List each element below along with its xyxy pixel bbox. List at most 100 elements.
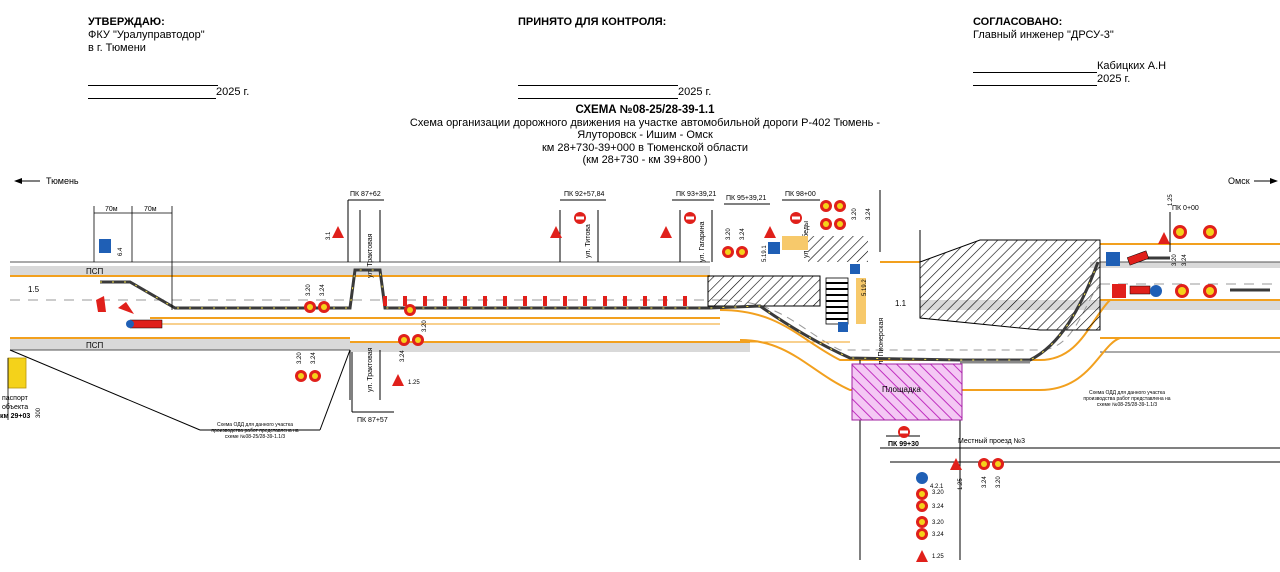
detour-sign-icon bbox=[1112, 284, 1126, 298]
barrier-block-right-2 bbox=[1129, 285, 1151, 295]
direction-right-label: Омск bbox=[1228, 176, 1250, 186]
keep-right-sign-icon bbox=[126, 320, 134, 328]
control-date: 2025 г. bbox=[678, 86, 712, 98]
passport-line-1: паспорт bbox=[2, 395, 29, 402]
roadwork-sign-icon bbox=[392, 374, 404, 386]
cone bbox=[663, 296, 667, 306]
street-label-5: ул. Трактовая bbox=[367, 347, 374, 392]
cone bbox=[383, 296, 387, 306]
road-marking-code-2: 1.1 bbox=[895, 299, 907, 308]
agreed-role: Главный инженер "ДРСУ-3" bbox=[973, 29, 1114, 41]
scheme-notes: Схема ОДД для данного участка производст… bbox=[211, 390, 1171, 440]
agreed-date: 2025 г. bbox=[1097, 73, 1131, 85]
cone bbox=[503, 296, 507, 306]
svg-text:3.20: 3.20 bbox=[996, 476, 1002, 488]
approve-city: в г. Тюмени bbox=[88, 42, 146, 54]
scheme-line-4: (км 28+730 - км 39+800 ) bbox=[582, 154, 708, 166]
crosswalk bbox=[782, 236, 868, 325]
street-label-6: ул. Пионерская bbox=[878, 318, 885, 368]
hatched-areas: Площадка bbox=[707, 236, 1101, 421]
distance-markers: 70м 70м bbox=[93, 206, 173, 310]
approve-signature-line-2 bbox=[88, 86, 216, 99]
cone bbox=[463, 296, 467, 306]
picket-label-7: ПК 87+57 bbox=[357, 417, 388, 424]
cone bbox=[443, 296, 447, 306]
cone bbox=[583, 296, 587, 306]
picket-markers: ПК 87+62 ПК 92+57,84 ПК 93+39,21 ПК 95+3… bbox=[347, 191, 1199, 448]
street-label-3: ул. Гагарина bbox=[699, 221, 706, 262]
svg-text:3.24: 3.24 bbox=[311, 352, 317, 364]
direction-right: Омск bbox=[1228, 176, 1278, 186]
cone bbox=[543, 296, 547, 306]
agreed-signature-line-2 bbox=[973, 73, 1097, 86]
svg-text:5.19.1: 5.19.1 bbox=[762, 245, 768, 262]
street-label-1: ул. Трактовая bbox=[367, 233, 374, 278]
work-site-area bbox=[851, 363, 963, 421]
svg-text:3.20: 3.20 bbox=[852, 208, 858, 220]
distance-label-1: 70м bbox=[105, 206, 118, 213]
sign-group-left: 6.4 bbox=[96, 239, 134, 328]
psp-top-label: ПСП bbox=[86, 267, 104, 276]
barrier-block-left bbox=[129, 319, 163, 329]
cone bbox=[523, 296, 527, 306]
psp-bottom-label: ПСП bbox=[86, 341, 104, 350]
control-heading: ПРИНЯТО ДЛЯ КОНТРОЛЯ: bbox=[518, 16, 667, 28]
info-sign-icon bbox=[99, 239, 111, 253]
svg-text:3.20: 3.20 bbox=[422, 320, 428, 332]
control-block: ПРИНЯТО ДЛЯ КОНТРОЛЯ: 2025 г. bbox=[518, 16, 738, 99]
cone bbox=[603, 296, 607, 306]
keep-right-sign-icon bbox=[1150, 285, 1162, 297]
control-signature-line bbox=[518, 73, 678, 86]
cone bbox=[643, 296, 647, 306]
barrier-block-right bbox=[1126, 250, 1150, 266]
svg-text:3.24: 3.24 bbox=[400, 350, 406, 362]
svg-text:3.1: 3.1 bbox=[326, 231, 332, 240]
svg-text:3.20: 3.20 bbox=[297, 352, 303, 364]
scheme-line-2: Ялуторовск - Ишим - Омск bbox=[577, 129, 713, 141]
street-label-2: ул. Титова bbox=[585, 224, 592, 258]
no-overtaking-sign-icon bbox=[415, 337, 421, 343]
svg-text:1.25: 1.25 bbox=[932, 554, 944, 560]
scheme-number: СХЕМА №08-25/28-39-1.1 bbox=[575, 104, 715, 116]
svg-text:1.25: 1.25 bbox=[1168, 194, 1174, 206]
picket-label-6: ПК 0+00 bbox=[1172, 205, 1199, 212]
picket-label-3: ПК 93+39,21 bbox=[676, 191, 717, 198]
work-site-label: Площадка bbox=[882, 385, 921, 394]
roadwork-sign-icon bbox=[916, 550, 928, 562]
roadwork-sign-icon bbox=[950, 458, 962, 470]
svg-text:4.2.1: 4.2.1 bbox=[930, 484, 944, 490]
cone bbox=[563, 296, 567, 306]
note-right: Схема ОДД для данного участка производст… bbox=[1083, 390, 1171, 408]
passport-line-3: км 29+03 bbox=[0, 413, 30, 420]
sign-group-bottom: 4.2.1 3.20 3.24 3.20 3.24 1.25 1.25 3.24… bbox=[898, 426, 1004, 562]
picket-label-1: ПК 87+62 bbox=[350, 191, 381, 198]
picket-label-8: ПК 99+30 bbox=[888, 441, 919, 448]
approve-date: 2025 г. bbox=[216, 86, 250, 98]
agreed-signature-line bbox=[973, 60, 1097, 73]
speed-limit-sign-icon bbox=[407, 307, 413, 313]
cone-row bbox=[383, 296, 687, 306]
cone bbox=[423, 296, 427, 306]
svg-text:3.24: 3.24 bbox=[740, 228, 746, 240]
road-marking-code: 1.5 bbox=[28, 285, 40, 294]
approve-block: УТВЕРЖДАЮ: ФКУ "Уралуправтодор" в г. Тюм… bbox=[88, 16, 258, 99]
speed-limit-sign-icon bbox=[401, 337, 407, 343]
crossing-sign-icon bbox=[838, 322, 848, 332]
warning-sign-icon bbox=[96, 296, 106, 312]
direction-left-label: Тюмень bbox=[46, 176, 79, 186]
distance-label-2: 70м bbox=[144, 206, 157, 213]
cone bbox=[483, 296, 487, 306]
sign-group-right: 1.25 3.20 3.24 bbox=[1106, 194, 1217, 298]
svg-text:3.20: 3.20 bbox=[932, 490, 944, 496]
scheme-title: СХЕМА №08-25/28-39-1.1 Схема организации… bbox=[380, 104, 910, 167]
svg-text:3.24: 3.24 bbox=[932, 532, 944, 538]
agreed-heading: СОГЛАСОВАНО: bbox=[973, 16, 1063, 28]
approve-signature-line bbox=[88, 73, 218, 86]
scheme-line-3: км 28+730-39+000 в Тюменской области bbox=[541, 141, 749, 154]
crossing-sign-icon bbox=[768, 242, 780, 254]
picket-label-2: ПК 92+57,84 bbox=[564, 191, 605, 198]
note-left: Схема ОДД для данного участка производст… bbox=[211, 422, 299, 440]
agreed-block: СОГЛАСОВАНО: Главный инженер "ДРСУ-3" Ка… bbox=[973, 16, 1213, 86]
svg-text:6.4: 6.4 bbox=[118, 247, 124, 256]
